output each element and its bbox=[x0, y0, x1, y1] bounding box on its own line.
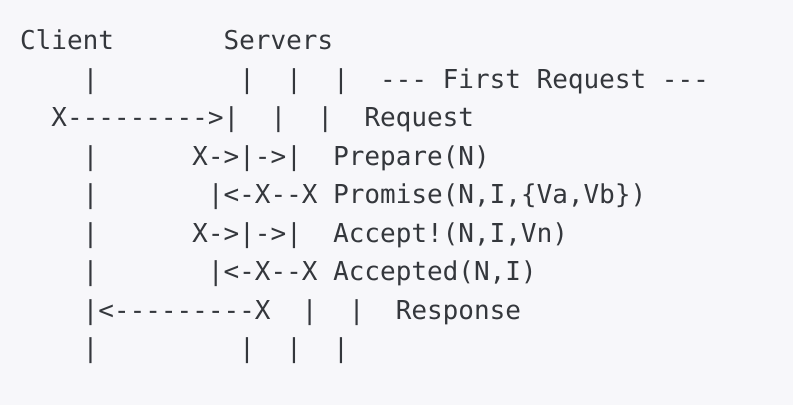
diagram-text-block: Client Servers | | | | --- First Request… bbox=[20, 22, 709, 369]
diagram-row-response: |<---------X | | Response bbox=[20, 292, 709, 331]
diagram-row-prepare: | X->|->| Prepare(N) bbox=[20, 138, 709, 177]
arrow-art-prepare: | X->|->| bbox=[20, 141, 334, 172]
diagram-row-header: Client Servers bbox=[20, 26, 334, 56]
diagram-row-tail: | | | | bbox=[20, 334, 381, 364]
message-label-accept: Accept!(N,I,Vn) bbox=[333, 218, 568, 249]
diagram-row-request: X--------->| | | Request bbox=[20, 99, 709, 138]
diagram-row-accept: | X->|->| Accept!(N,I,Vn) bbox=[20, 215, 709, 254]
arrow-art-accepted: | |<-X--X bbox=[20, 257, 334, 287]
arrow-art-accept: | X->|->| bbox=[20, 218, 334, 249]
message-label-first-request: --- First Request --- bbox=[380, 64, 709, 95]
diagram-row-first-request: | | | | --- First Request --- bbox=[20, 61, 709, 100]
arrow-art-request: X--------->| | | bbox=[20, 103, 365, 133]
lifelines-art: | | | | bbox=[20, 64, 381, 95]
message-label-request: Request bbox=[364, 103, 474, 133]
diagram-row-promise: | |<-X--X Promise(N,I,{Va,Vb}) bbox=[20, 176, 709, 215]
arrow-art-response: |<---------X | | bbox=[20, 295, 396, 326]
message-label-accepted: Accepted(N,I) bbox=[333, 257, 537, 287]
message-label-promise: Promise(N,I,{Va,Vb}) bbox=[333, 180, 647, 210]
message-label-response: Response bbox=[395, 295, 521, 326]
arrow-art-promise: | |<-X--X bbox=[20, 180, 334, 210]
diagram-row-accepted: | |<-X--X Accepted(N,I) bbox=[20, 253, 709, 292]
message-label-prepare: Prepare(N) bbox=[333, 141, 490, 172]
